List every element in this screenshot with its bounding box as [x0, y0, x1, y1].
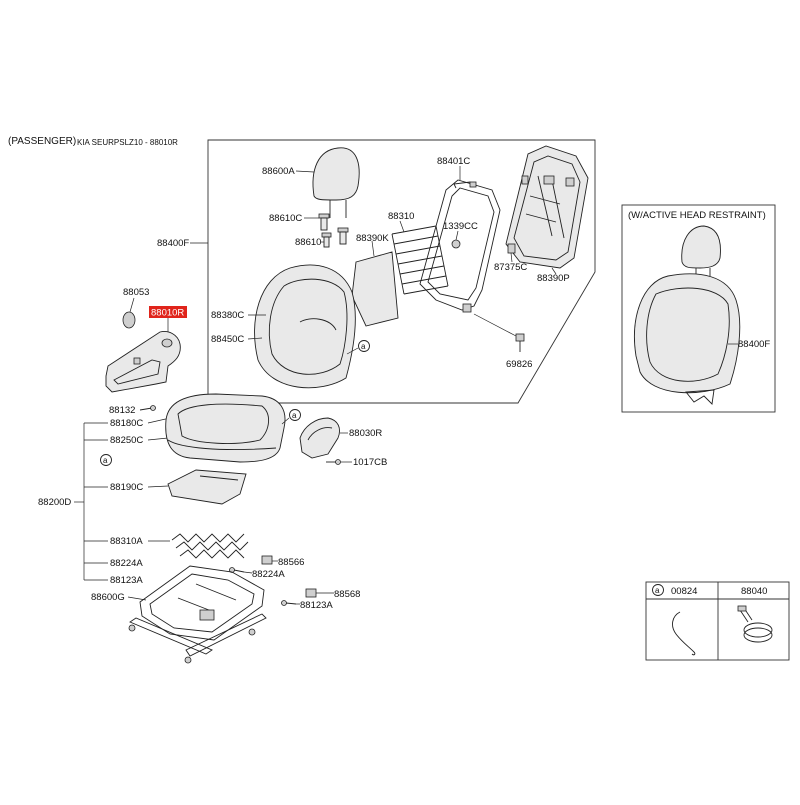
- header-subtitle: KIA SEURPSLZ10 - 88010R: [77, 138, 178, 147]
- callout-a-seatback-text: a: [361, 342, 366, 351]
- label-88224A-left: 88224A: [110, 558, 143, 569]
- leader-88224A-right: [243, 571, 253, 574]
- legend-col1: 00824: [671, 586, 697, 597]
- clip-87375C[interactable]: [507, 243, 516, 254]
- label-88600A: 88600A: [262, 166, 295, 177]
- screw-88132[interactable]: [139, 405, 156, 411]
- label-88400F: 88400F: [157, 238, 189, 249]
- clip-88566[interactable]: [261, 555, 273, 565]
- headrest-guide-88610[interactable]: [321, 227, 349, 248]
- leader-1339CC: [455, 230, 459, 241]
- legend-table: [645, 581, 790, 661]
- leader-87375C: [510, 252, 513, 263]
- label-88224A-right: 88224A: [252, 569, 285, 580]
- label-88600G: 88600G: [91, 592, 125, 603]
- bolt-69826[interactable]: [515, 333, 525, 352]
- header-title: (PASSENGER): [8, 136, 76, 147]
- leader-callout-a-seatback: [346, 347, 359, 355]
- side-shield-88010R[interactable]: [105, 331, 181, 393]
- legend-marker-circle: [652, 584, 664, 596]
- label-69826: 69826: [506, 359, 532, 370]
- label-88190C: 88190C: [110, 482, 143, 493]
- callout-a-cushion-text: a: [103, 456, 108, 465]
- leader-88053: [129, 297, 135, 313]
- label-87375C: 87375C: [494, 262, 527, 273]
- cushion-pad-88190C[interactable]: [167, 469, 247, 505]
- inset-seatback-88400F[interactable]: [634, 225, 741, 405]
- band-clamp-88040[interactable]: [737, 605, 773, 643]
- seat-frame-88600G[interactable]: [128, 565, 267, 664]
- label-88390K: 88390K: [356, 233, 389, 244]
- leader-69826-frame: [473, 313, 517, 337]
- inset-label-88400F: 88400F: [738, 339, 770, 350]
- leader-88390P: [551, 267, 557, 275]
- leader-88190C: [147, 485, 169, 488]
- label-88401C: 88401C: [437, 156, 470, 167]
- callout-a-cushion-top-text: a: [292, 411, 297, 420]
- leader-88390K: [371, 240, 375, 257]
- label-88610: 88610: [295, 237, 321, 248]
- leader-88600G: [127, 596, 147, 601]
- clip-88568[interactable]: [305, 588, 317, 598]
- leader-88600A: [295, 170, 315, 173]
- leader-88310-top: [399, 220, 405, 233]
- shield-cover-88030R[interactable]: [299, 417, 340, 459]
- label-88053: 88053: [123, 287, 149, 298]
- knob-88053[interactable]: [122, 311, 136, 329]
- nut-1339CC[interactable]: [451, 239, 461, 249]
- label-88010R: 88010R: [151, 308, 184, 319]
- label-1017CB: 1017CB: [353, 457, 387, 468]
- label-88380C: 88380C: [211, 310, 244, 321]
- label-88610C: 88610C: [269, 213, 302, 224]
- label-88310-top: 88310: [388, 211, 414, 222]
- legend-col2: 88040: [741, 586, 767, 597]
- leader-88450C: [247, 337, 263, 340]
- label-88566: 88566: [278, 557, 304, 568]
- wire-hook-00824[interactable]: [672, 611, 696, 656]
- screw-1017CB[interactable]: [326, 459, 341, 465]
- label-88568: 88568: [334, 589, 360, 600]
- seatback-group-frame: [207, 139, 596, 404]
- label-88390P: 88390P: [537, 273, 570, 284]
- back-pad-88390K[interactable]: [351, 251, 399, 327]
- leader-callout-a-cushion-top: [281, 417, 290, 425]
- inset-frame: [621, 204, 776, 413]
- label-88123A-left: 88123A: [110, 575, 143, 586]
- callout-a-cushion-top: [289, 409, 301, 421]
- label-88030R: 88030R: [349, 428, 382, 439]
- callout-a-seatback: [358, 340, 370, 352]
- legend-marker: a: [655, 586, 660, 595]
- inset-title: (W/ACTIVE HEAD RESTRAINT): [628, 210, 766, 221]
- back-board-88390P[interactable]: [505, 145, 589, 269]
- highlight-88010R-box: [149, 306, 187, 318]
- bolt-88123A[interactable]: [281, 600, 297, 606]
- label-88123A-right: 88123A: [300, 600, 333, 611]
- label-88310A: 88310A: [110, 536, 143, 547]
- label-88200D: 88200D: [38, 497, 71, 508]
- label-88250C: 88250C: [110, 435, 143, 446]
- label-1339CC: 1339CC: [443, 221, 478, 232]
- spring-88310A[interactable]: [171, 533, 249, 559]
- label-88132: 88132: [109, 405, 135, 416]
- label-88450C: 88450C: [211, 334, 244, 345]
- callout-a-cushion: [100, 454, 112, 466]
- leader-88250C: [147, 437, 169, 441]
- seatback-frame-88401C[interactable]: [419, 179, 501, 313]
- headrest-88600A[interactable]: [312, 147, 360, 218]
- seatback-cover-88380C[interactable]: [254, 264, 356, 389]
- spring-mat-88310[interactable]: [391, 225, 449, 295]
- headrest-guide-88610C[interactable]: [318, 213, 330, 231]
- seat-cushion-88180C[interactable]: [165, 393, 286, 463]
- label-88180C: 88180C: [110, 418, 143, 429]
